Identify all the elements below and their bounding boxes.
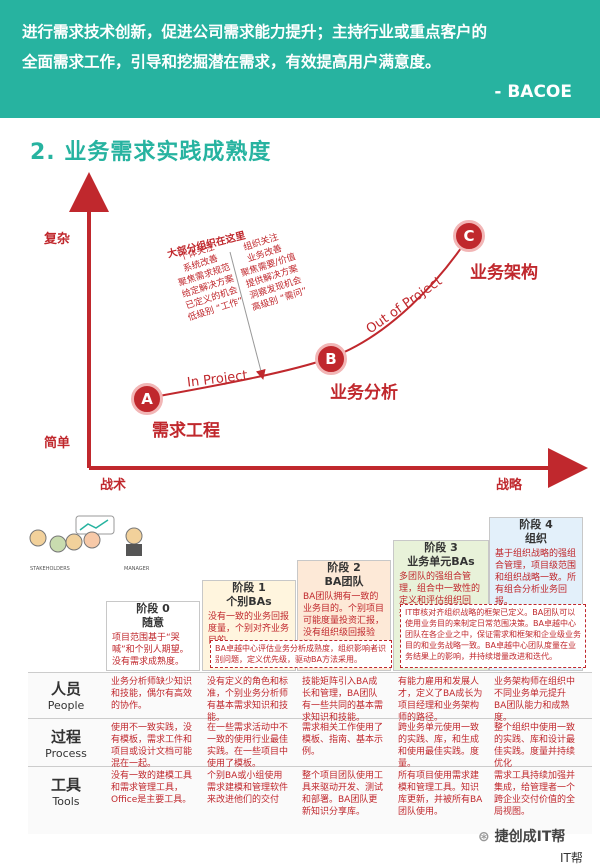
stage-card-0: 阶段 0 随意 项目范围基于“哭喊”和个别人期望。没有需求成熟度。 bbox=[106, 601, 200, 671]
y-label-simple: 简单 bbox=[44, 436, 71, 451]
banner-line-1: 进行需求技术创新，促进公司需求能力提升；主持行业或重点客户的 bbox=[22, 23, 488, 41]
table-cell: 跨业务单元使用一致的实践、库，和生成和使用最佳实践。度量。 bbox=[398, 723, 480, 769]
table-cell: 需求工具持续加强并集成，给管理者一个跨企业交付价值的全局视图。 bbox=[494, 771, 576, 817]
table-rule bbox=[28, 718, 592, 719]
figure-label-manager: MANAGER bbox=[124, 566, 150, 572]
stage-c-circle: C bbox=[453, 220, 485, 252]
x-label-strategy: 战略 bbox=[496, 478, 523, 493]
table-cell: 有能力雇用和发展人才，定义了BA成长为项目经理和业务架构师的路径。 bbox=[398, 677, 483, 723]
stage-desc: 项目范围基于“哭喊”和个别人期望。没有需求成熟度。 bbox=[112, 633, 189, 667]
stage-title: 阶段 1 bbox=[232, 581, 266, 594]
row-label-people: 人员 People bbox=[28, 678, 104, 712]
table-cell: 没有定义的角色和标准，个别业务分析师有基本需求知识和技能。 bbox=[207, 677, 289, 723]
table-rule bbox=[28, 766, 592, 767]
stage-b-circle: B bbox=[315, 343, 347, 375]
row-label-en: People bbox=[47, 699, 85, 712]
wechat-icon: ⊛ bbox=[478, 829, 490, 845]
stage-a-name: 需求工程 bbox=[152, 421, 220, 441]
table-cell: 个别BA或小组使用需求建模和管理软件来改进他们的交付 bbox=[207, 771, 289, 805]
table-cell: 整个项目团队使用工具来驱动开发、测试和部署。BA团队更新知识分享库。 bbox=[302, 771, 384, 817]
stage-sub: 个别BAs bbox=[226, 595, 272, 608]
table-cell: 在一些需求活动中不一致的使用行业最佳实践。在一些项目中使用了模板。 bbox=[207, 723, 289, 769]
table-cell: 没有一致的建模工具和需求管理工具，Office是主要工具。 bbox=[111, 771, 193, 805]
stage-a-circle: A bbox=[131, 383, 163, 415]
watermark-brand: ⊛ 捷创成IT帮 bbox=[478, 826, 565, 846]
row-label-zh: 过程 bbox=[50, 728, 81, 746]
stage-title: 阶段 0 bbox=[136, 602, 170, 615]
watermark-corner: IT帮 bbox=[560, 851, 583, 865]
table-cell: 使用不一致实践，没有模板，需求工件和项目或设计文档可能混在一起。 bbox=[111, 723, 193, 769]
header-banner: 进行需求技术创新，促进公司需求能力提升；主持行业或重点客户的 全面需求工作，引导… bbox=[0, 0, 600, 118]
table-cell: 业务架构师在组织中不同业务单元提升BA团队能力和成熟度。 bbox=[494, 677, 576, 723]
stage-sub: 随意 bbox=[142, 616, 164, 629]
y-label-complex: 复杂 bbox=[44, 232, 71, 247]
table-cell: 技能矩阵引入BA成长和管理，BA团队有一些共同的基本需求知识和技能。 bbox=[302, 677, 384, 723]
row-label-zh: 工具 bbox=[50, 776, 81, 794]
row-label-process: 过程 Process bbox=[28, 726, 104, 760]
stage-desc: 基于组织战略的强组合管理，项目级范围和组织战略一致。所有组合分析业务回报。 bbox=[495, 549, 577, 607]
stage-sub: 组织 bbox=[525, 532, 547, 545]
banner-signature: - BACOE bbox=[494, 82, 572, 102]
stage-b-name: 业务分析 bbox=[330, 383, 398, 403]
stage-sub: BA团队 bbox=[324, 575, 364, 588]
table-rule bbox=[28, 672, 592, 673]
figure-label-stakeholders: STAKEHOLDERS bbox=[30, 566, 70, 572]
table-cell: 业务分析师缺少知识和技能，偶尔有高效的协作。 bbox=[111, 677, 193, 711]
stage-title: 阶段 2 bbox=[327, 561, 361, 574]
stage-c-name: 业务架构 bbox=[470, 263, 538, 283]
section-title: 2. 业务需求实践成熟度 bbox=[30, 140, 272, 165]
stage-title: 阶段 3 bbox=[424, 541, 458, 554]
stakeholders-illustration bbox=[29, 515, 143, 556]
pointer-arrow bbox=[229, 251, 266, 380]
table-cell: 所有项目使用需求建模和管理工具。知识库更新，并被所有BA团队使用。 bbox=[398, 771, 483, 817]
table-cell: 整个组织中使用一致的实践、库和设计最佳实践。度量并持续优化 bbox=[494, 723, 576, 769]
watermark-brand-text: 捷创成IT帮 bbox=[494, 829, 566, 845]
row-label-zh: 人员 bbox=[50, 680, 81, 698]
row-label-en: Tools bbox=[52, 795, 80, 808]
stage-sub: 业务单元BAs bbox=[407, 555, 475, 568]
capability-table bbox=[28, 672, 592, 834]
stage-1-note: BA卓越中心评估业务分析成熟度，组织影响者识别问题，定义优先级，驱动BA方法采用… bbox=[210, 640, 392, 668]
stage-title: 阶段 4 bbox=[519, 518, 553, 531]
table-cell: 需求相关工作使用了模板、指南、基本示例。 bbox=[302, 723, 384, 757]
row-label-tools: 工具 Tools bbox=[28, 774, 104, 808]
row-label-en: Process bbox=[45, 747, 87, 760]
x-label-tactic: 战术 bbox=[100, 478, 127, 493]
banner-line-2: 全面需求工作，引导和挖掘潜在需求，有效提高用户满意度。 bbox=[22, 53, 441, 71]
stage-3-note: IT审核对齐组织战略的框架已定义。BA团队可以使用业务目的来制定日常范围决策。B… bbox=[400, 604, 586, 668]
